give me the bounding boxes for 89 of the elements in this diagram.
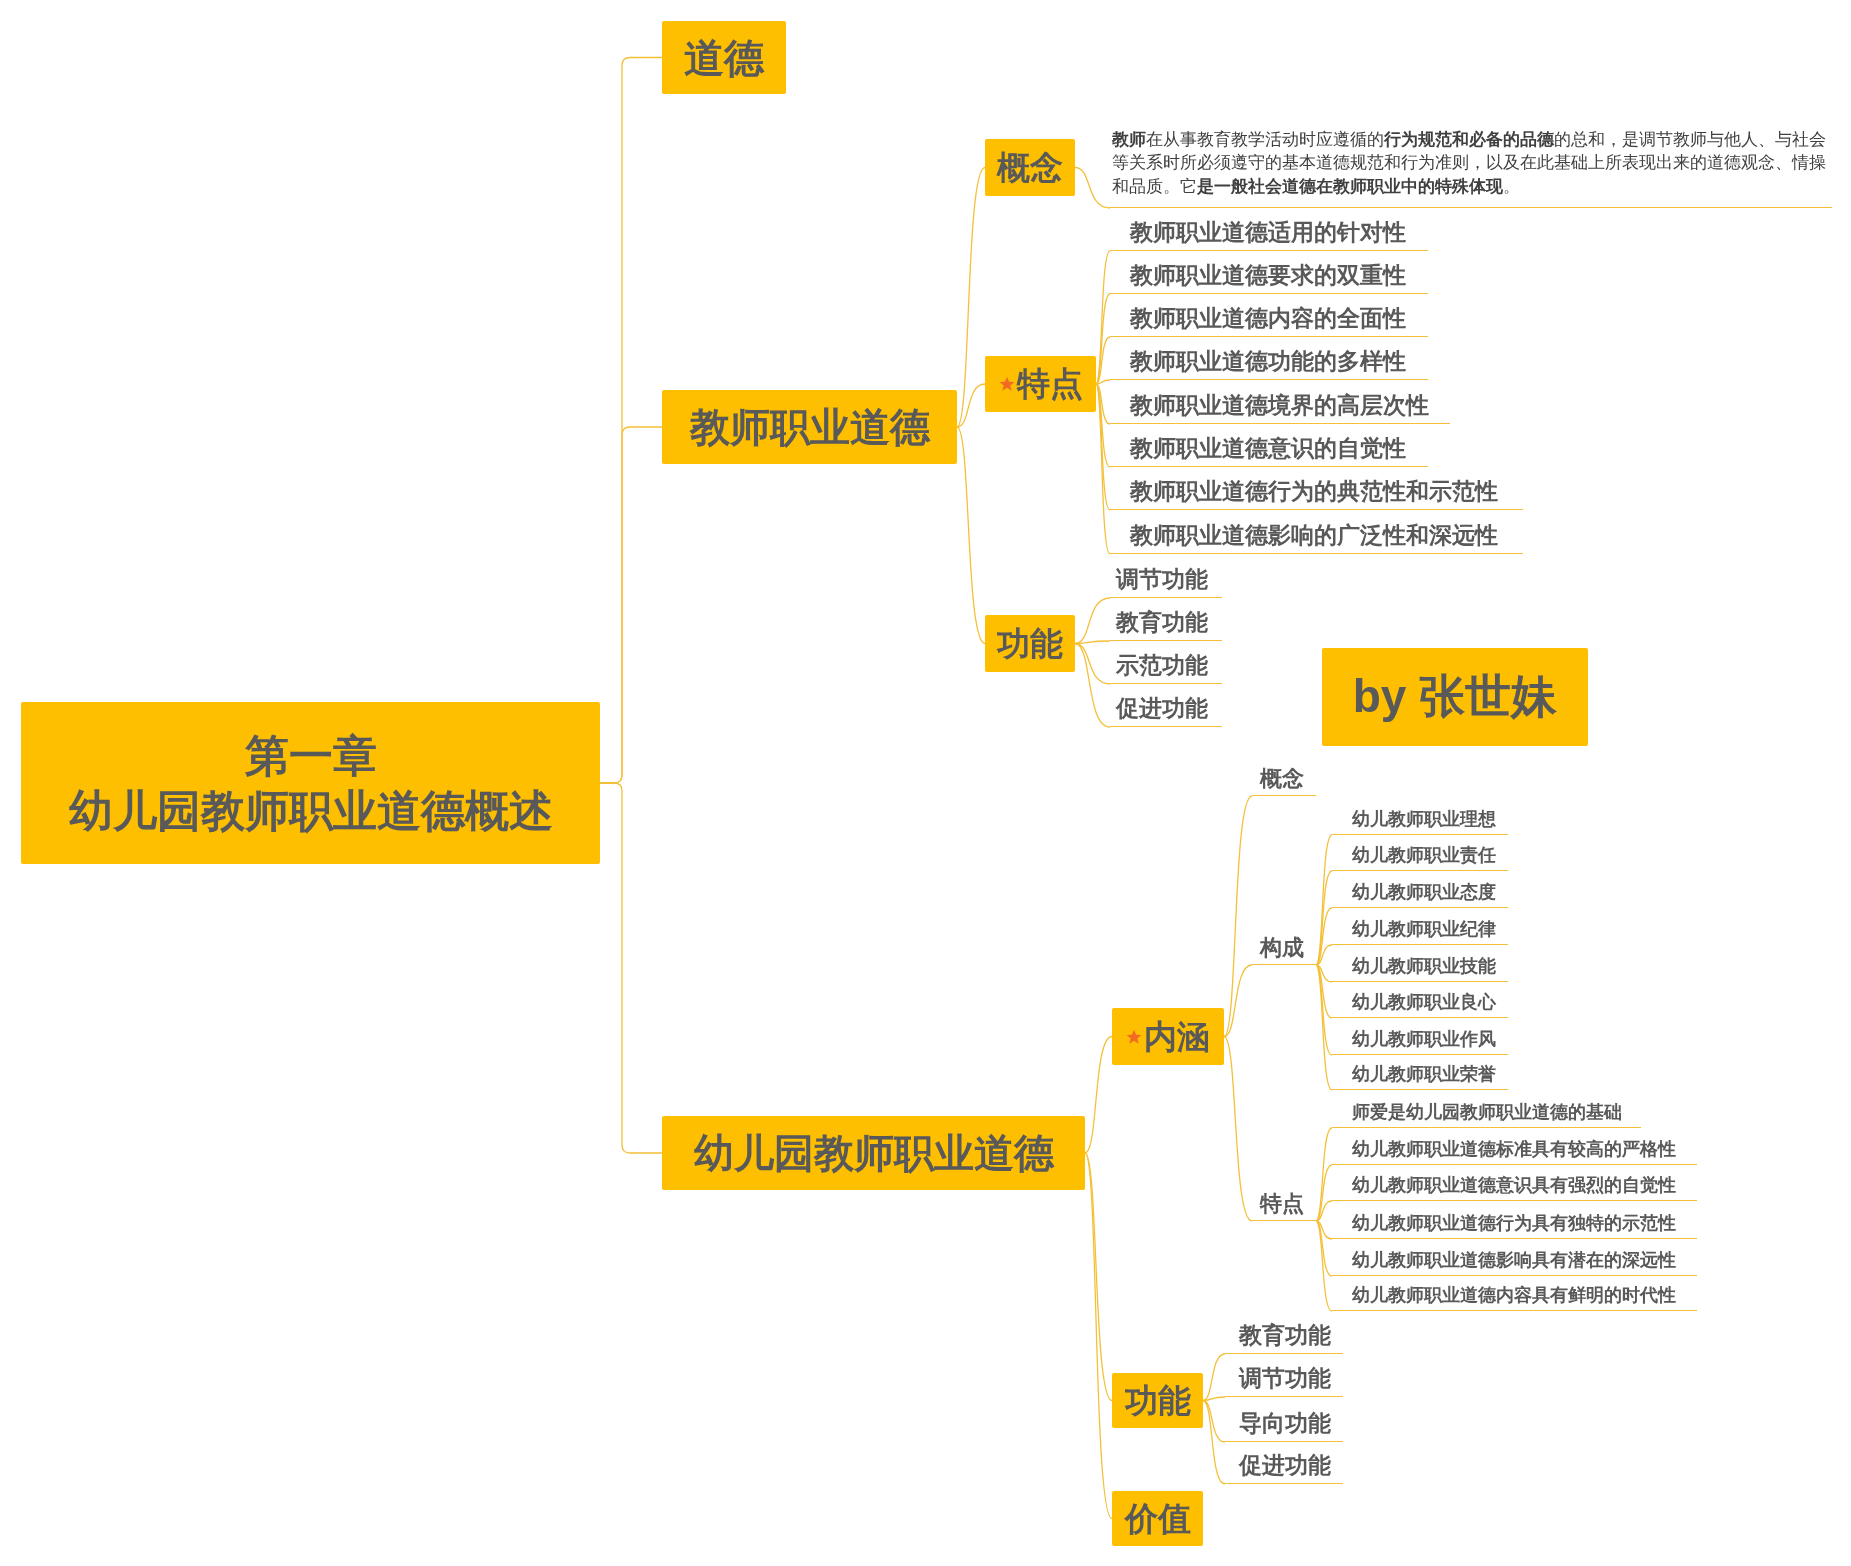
subtopic-text: 导向功能 [1225,1406,1343,1442]
connector-line [1315,964,1333,1056]
subtopic-text: 促进功能 [1110,691,1222,727]
topic-box [1322,648,1588,746]
connector-line [1315,944,1333,966]
subtopic-text: 促进功能 [1225,1448,1343,1484]
subtopic-text: 幼儿教师职业荣誉 [1332,1058,1508,1090]
subtopic-text: 调节功能 [1225,1361,1343,1397]
topic-box [662,390,957,464]
connector-line [1084,1152,1113,1520]
subtopic-text: 教育功能 [1225,1318,1343,1354]
subtopic-text: 教师职业道德意识的自觉性 [1110,431,1428,467]
connector-line [1084,1152,1113,1402]
topic-box [1112,1373,1203,1428]
subtopic-text: 教师职业道德影响的广泛性和深远性 [1110,518,1523,554]
connector-line [1315,1220,1333,1312]
connector-line [956,383,986,428]
topic-text: 幼儿园教师职业道德概述 [68,785,553,837]
connector-line [1315,1164,1333,1222]
subtopic-text: 概念 [1252,762,1316,796]
connector-line [1223,1035,1253,1222]
topic-box [1112,1008,1224,1065]
subtopic-text: 幼儿教师职业责任 [1332,839,1508,871]
subtopic-text: 教育功能 [1110,605,1222,641]
connector-line [956,426,986,645]
connector-line [1315,870,1333,966]
connector-line [1084,1035,1113,1154]
connector-line [1202,1396,1226,1402]
connector-line [1315,907,1333,966]
subtopic-text: 幼儿教师职业道德标准具有较高的严格性 [1332,1133,1697,1165]
subtopic-text: 教师职业道德要求的双重性 [1110,258,1428,294]
subtopic-text: 幼儿教师职业道德意识具有强烈的自觉性 [1332,1169,1697,1201]
topic-box [1112,1491,1203,1546]
connector-line [1315,1220,1333,1240]
topic-text: 功能 [1124,1380,1191,1421]
topic-box [21,702,600,864]
subtopic-text: 师爱是幼儿园教师职业道德的基础 [1332,1096,1641,1128]
topic-text: 幼儿园教师职业道德 [693,1130,1054,1177]
topic-box [662,1116,1085,1190]
chapter-label: 第一章 [244,730,377,782]
topic-box [985,139,1075,196]
topic-text: 功能 [997,623,1063,664]
subtopic-text: 教师职业道德适用的针对性 [1110,215,1428,251]
topic-text: 教师职业道德 [689,404,930,451]
connector-line [1202,1399,1226,1485]
connector-line [1315,964,1333,1019]
topic-text: 概念 [997,147,1063,188]
topic-box [662,21,786,94]
subtopic-text: 幼儿教师职业道德行为具有独特的示范性 [1332,1207,1697,1239]
connector-line [1315,1200,1333,1222]
topic-box [985,615,1075,672]
topic-box [985,356,1096,412]
subtopic-text: 教师职业道德境界的高层次性 [1110,388,1450,424]
subtopic-text: 教师职业道德功能的多样性 [1110,344,1428,380]
connector-line [1074,597,1111,645]
connector-line [1315,964,1333,1091]
subtopic-text: 教师职业道德行为的典范性和示范性 [1110,474,1523,510]
connector-line [599,782,663,1154]
connector-line [956,166,986,428]
connector-line [1315,1127,1333,1222]
connector-line [1315,1220,1333,1277]
subtopic-text: 幼儿教师职业纪律 [1332,913,1508,945]
subtopic-text: 幼儿教师职业道德影响具有潜在的深远性 [1332,1244,1697,1276]
connector-line [1095,293,1111,385]
connector-line [1223,964,1253,1038]
subtopic-text: 幼儿教师职业理想 [1332,803,1508,835]
subtopic-text: 特点 [1252,1187,1316,1221]
subtopic-text: 幼儿教师职业道德内容具有鲜明的时代性 [1332,1279,1697,1311]
subtopic-text: 构成 [1252,931,1316,965]
definition-text: 教师在从事教育教学活动时应遵循的行为规范和必备的品德的总和，是调节教师与他人、与社会等关系时所必须遵守的基本道德规范和行为准则，以及在此基础上所表现出来的道德观念、情操和品质。它是一般社会道德在教师职业中的特殊体现。 [1110,128,1832,208]
connector-line [1074,642,1111,728]
topic-text: by 张世妹 [1352,669,1558,725]
connector-line [1095,383,1111,425]
subtopic-text: 调节功能 [1110,562,1222,598]
subtopic-text: 幼儿教师职业技能 [1332,950,1508,982]
subtopic-text: 示范功能 [1110,648,1222,684]
topic-text: 道德 [684,34,764,82]
topic-text: 特点 [1016,364,1083,405]
subtopic-text: 幼儿教师职业作风 [1332,1023,1508,1055]
connector-line [1095,336,1111,385]
subtopic-text: 教师职业道德内容的全面性 [1110,301,1428,337]
topic-text: 内涵 [1144,1016,1210,1057]
connector-line [1315,964,1333,983]
connector-line [1202,1353,1226,1402]
subtopic-text: 幼儿教师职业态度 [1332,876,1508,908]
connector-line [1223,795,1253,1038]
subtopic-text: 幼儿教师职业良心 [1332,986,1508,1018]
topic-text: 价值 [1124,1498,1191,1539]
connector-line [1074,166,1111,209]
